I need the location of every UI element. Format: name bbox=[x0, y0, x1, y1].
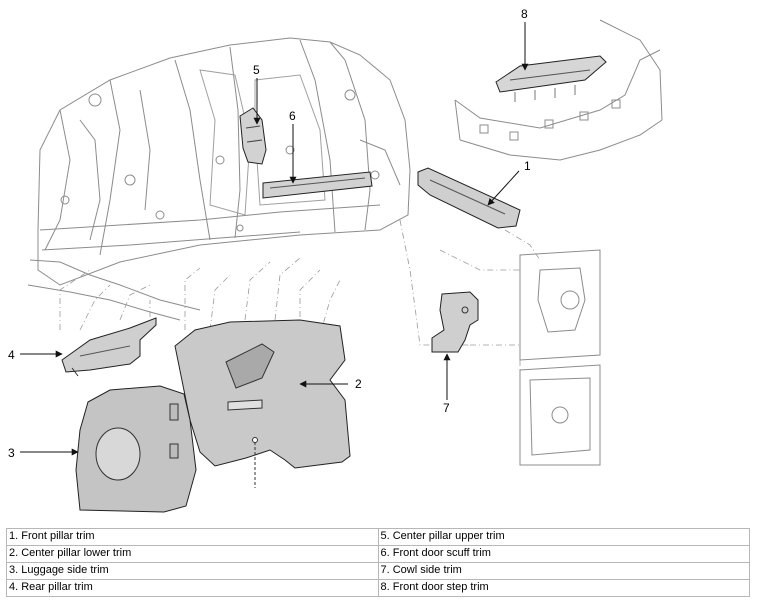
callout-4: 4 bbox=[8, 348, 15, 362]
part-7-cowl-side-trim bbox=[431, 291, 479, 353]
legend-item-5: 5. Center pillar upper trim bbox=[377, 528, 750, 546]
callout-1: 1 bbox=[524, 159, 531, 173]
callout-6: 6 bbox=[289, 109, 296, 123]
part-1-front-pillar-trim bbox=[417, 167, 521, 229]
part-6-front-door-scuff-trim bbox=[262, 171, 373, 199]
exploded-trim-diagram: 1 2 3 4 5 6 7 8 bbox=[8, 7, 663, 513]
legend-item-7: 7. Cowl side trim bbox=[377, 562, 750, 580]
vehicle-body-frame bbox=[27, 37, 411, 321]
part-3-luggage-side-trim bbox=[75, 385, 197, 513]
part-4-rear-pillar-trim bbox=[61, 317, 157, 377]
callout-leaders bbox=[20, 22, 529, 456]
legend-item-3: 3. Luggage side trim bbox=[6, 562, 379, 580]
legend-row: 2. Center pillar lower trim 6. Front doo… bbox=[6, 545, 750, 563]
part-5-center-pillar-upper-trim bbox=[239, 107, 267, 165]
callout-5: 5 bbox=[253, 63, 260, 77]
parts-legend-table: 1. Front pillar trim 5. Center pillar up… bbox=[6, 528, 750, 597]
part-8-front-door-step-trim bbox=[495, 55, 607, 102]
legend-row: 1. Front pillar trim 5. Center pillar up… bbox=[6, 528, 750, 546]
callout-8: 8 bbox=[521, 7, 528, 21]
callout-3: 3 bbox=[8, 446, 15, 460]
legend-item-8: 8. Front door step trim bbox=[377, 579, 750, 597]
callout-7: 7 bbox=[443, 401, 450, 415]
callout-2: 2 bbox=[355, 377, 362, 391]
legend-item-1: 1. Front pillar trim bbox=[6, 528, 379, 546]
legend-item-2: 2. Center pillar lower trim bbox=[6, 545, 379, 563]
part-2-center-pillar-lower-trim bbox=[174, 319, 351, 488]
door-frame-detail bbox=[454, 19, 663, 466]
legend-row: 3. Luggage side trim 7. Cowl side trim bbox=[6, 562, 750, 580]
callout-numbers: 1 2 3 4 5 6 7 8 bbox=[8, 7, 531, 460]
legend-row: 4. Rear pillar trim 8. Front door step t… bbox=[6, 579, 750, 597]
legend-item-6: 6. Front door scuff trim bbox=[377, 545, 750, 563]
legend-item-4: 4. Rear pillar trim bbox=[6, 579, 379, 597]
